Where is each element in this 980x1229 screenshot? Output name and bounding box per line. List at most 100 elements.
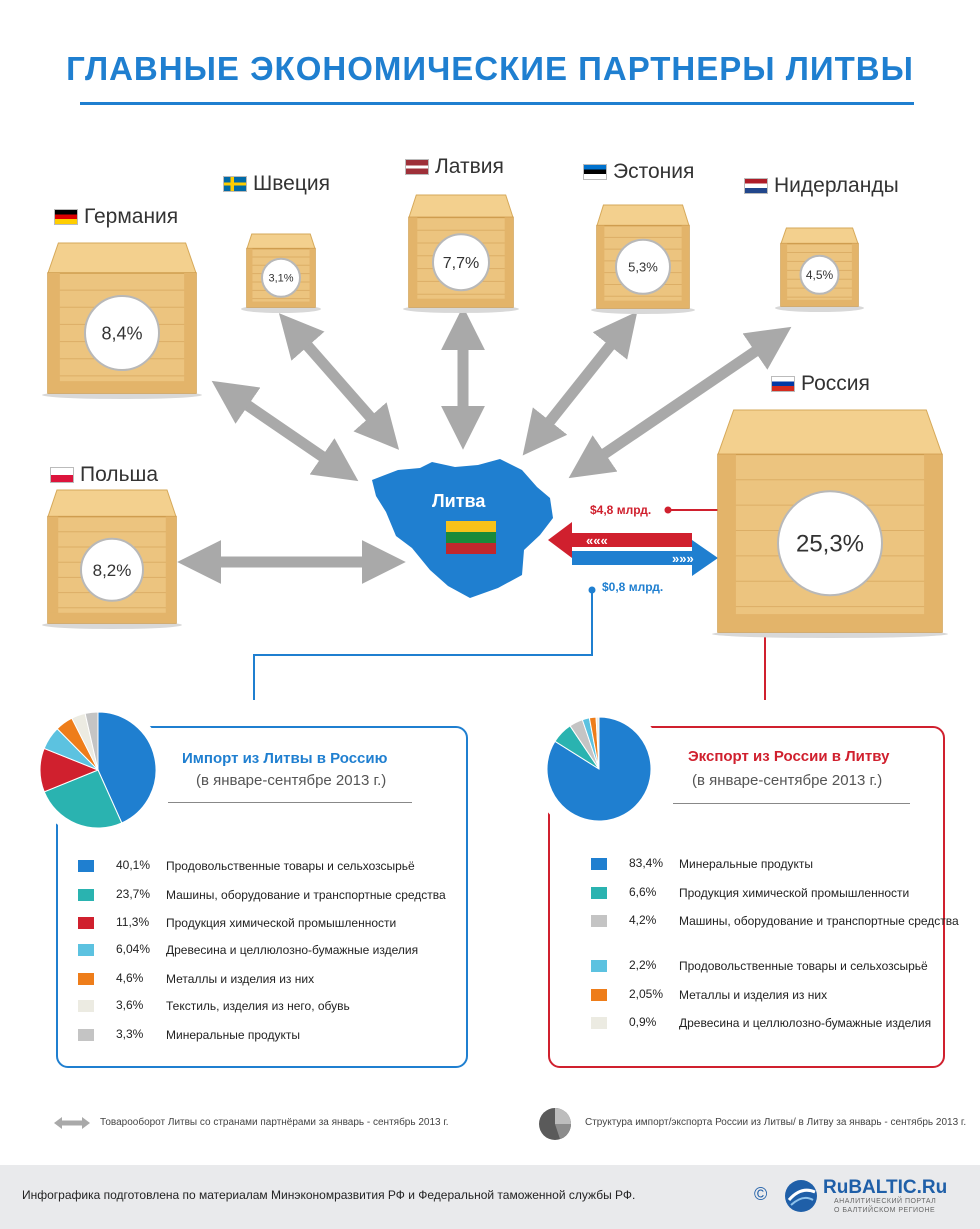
- import-legend: 40,1% Продовольственные товары и сельхозс…: [78, 858, 458, 1058]
- copyright-icon: ©: [754, 1184, 768, 1204]
- legend-swatch: [78, 944, 94, 956]
- export-legend: 83,4% Минеральные продукты 6,6% Продукция х…: [591, 856, 959, 1056]
- export-pie-chart: [547, 717, 651, 821]
- country-sweden: Швеция: [223, 172, 330, 196]
- double-arrow-icon: [54, 1117, 90, 1129]
- partners-map: ««« »»» 8,4%3,1%7,7%5,3%4,5%25,3%8,2%: [42, 194, 948, 700]
- russia-flow-arrows: ««« »»»: [548, 522, 718, 576]
- lithuania-label: Литва: [432, 491, 486, 511]
- legend-label: Древесина и целлюлозно-бумажные изделия: [679, 1016, 932, 1030]
- legend-swatch: [591, 1017, 607, 1029]
- russia-flag-icon: [771, 376, 795, 393]
- crate-7: 8,2%: [42, 489, 182, 629]
- legend-swatch: [591, 989, 607, 1001]
- share-label: 8,4%: [101, 323, 142, 343]
- footer-credit: Инфографика подготовлена по материалам М…: [22, 1188, 636, 1202]
- import-value: $0,8 млрд.: [602, 580, 664, 594]
- legend-value: 83,4%: [629, 856, 664, 870]
- import-panel-title: Импорт из Литвы в Россию: [182, 750, 388, 767]
- import-pie-chart: [40, 712, 156, 828]
- import-panel-rule: [168, 802, 412, 803]
- legend-label: Продовольственные товары и сельхозсырьё: [166, 859, 415, 873]
- share-circle: [777, 490, 883, 597]
- legend-value: 4,2%: [629, 913, 657, 927]
- pie-legend-icon: [539, 1108, 571, 1140]
- country-latvia: Латвия: [405, 155, 504, 179]
- legend-label: Минеральные продукты: [679, 857, 813, 871]
- legend-value: 3,6%: [116, 998, 144, 1012]
- legend-value: 4,6%: [116, 971, 144, 985]
- pie-slice: [97, 712, 156, 824]
- sweden-flag-icon: [223, 176, 247, 193]
- crate-1: 8,4%: [42, 242, 202, 399]
- estonia-flag-icon: [583, 164, 607, 181]
- legend-swatch: [78, 860, 94, 872]
- legend-value: 2,05%: [629, 987, 664, 1001]
- legend-swatch: [78, 973, 94, 985]
- legend-swatch: [78, 889, 94, 901]
- share-circle: [80, 537, 144, 602]
- legend-label: Машины, оборудование и транспортные сред…: [679, 914, 959, 928]
- export-panel-rule: [673, 803, 910, 804]
- arrow-netherlands: [568, 326, 792, 479]
- legend-swatch: [591, 887, 607, 899]
- germany-flag-icon: [54, 209, 78, 226]
- page-title: ГЛАВНЫЕ ЭКОНОМИЧЕСКИЕ ПАРТНЕРЫ ЛИТВЫ: [66, 50, 914, 87]
- brand-tagline-2: О БАЛТИЙСКОМ РЕГИОНЕ: [834, 1207, 936, 1214]
- arrow-note: Товарооборот Литвы со странами партнёрам…: [100, 1117, 449, 1128]
- share-label: 3,1%: [268, 273, 293, 285]
- country-russia: Россия: [771, 372, 870, 396]
- share-circle: [84, 295, 160, 371]
- legend-label: Продукция химической промышленности: [166, 916, 397, 930]
- country-netherlands: Нидерланды: [744, 174, 899, 198]
- share-circle: [615, 238, 671, 295]
- netherlands-flag-icon: [744, 178, 768, 195]
- export-value: $4,8 млрд.: [590, 503, 652, 517]
- legend-value: 40,1%: [116, 858, 151, 872]
- export-panel-title: Экспорт из России в Литву: [688, 748, 890, 765]
- svg-text:«««: «««: [586, 533, 608, 548]
- country-germany: Германия: [54, 205, 178, 229]
- pie-slice: [43, 769, 123, 828]
- share-circle: [432, 233, 490, 292]
- crate-5: 4,5%: [775, 227, 864, 312]
- legend-value: 0,9%: [629, 1015, 657, 1029]
- poland-flag-icon: [50, 467, 74, 484]
- share-circle: [261, 257, 301, 298]
- country-estonia: Эстония: [583, 160, 694, 184]
- pie-slice: [547, 717, 651, 821]
- brand-tagline-1: АНАЛИТИЧЕСКИЙ ПОРТАЛ: [834, 1198, 937, 1205]
- pie-slice: [595, 717, 600, 770]
- legend-value: 2,2%: [629, 958, 657, 972]
- pie-slice: [84, 712, 99, 771]
- share-label: 25,3%: [796, 531, 864, 558]
- brand-name[interactable]: RuBALTIC.Ru: [823, 1177, 948, 1198]
- title-divider: [80, 102, 914, 105]
- legend-swatch: [78, 1000, 94, 1012]
- svg-text:»»»: »»»: [672, 551, 694, 566]
- lithuania-flag: [446, 521, 496, 554]
- crate-6: 25,3%: [712, 409, 948, 638]
- share-label: 5,3%: [628, 259, 658, 274]
- legend-label: Металлы и изделия из них: [679, 988, 828, 1002]
- country-poland: Польша: [50, 463, 158, 487]
- legend-value: 6,6%: [629, 885, 657, 899]
- share-label: 4,5%: [806, 268, 834, 282]
- arrow-estonia: [522, 311, 638, 456]
- legend-label: Продовольственные товары и сельхозсырьё: [679, 959, 928, 973]
- legend-label: Текстиль, изделия из него, обувь: [166, 999, 350, 1013]
- legend-label: Продукция химической промышленности: [679, 886, 910, 900]
- legend-value: 6,04%: [116, 942, 151, 956]
- share-circle: [799, 254, 840, 295]
- legend-value: 23,7%: [116, 887, 151, 901]
- legend-swatch: [591, 858, 607, 870]
- arrow-germany: [211, 380, 359, 482]
- legend-swatch: [591, 915, 607, 927]
- legend-swatch: [78, 917, 94, 929]
- export-arrow: [548, 522, 692, 558]
- arrow-sweden: [278, 313, 400, 450]
- trade-arrows: [177, 306, 792, 584]
- share-label: 8,2%: [93, 561, 132, 580]
- pie-note: Структура импорт/экспорта России из Литв…: [585, 1117, 967, 1128]
- export-panel-subtitle: (в январе-сентябре 2013 г.): [692, 772, 883, 789]
